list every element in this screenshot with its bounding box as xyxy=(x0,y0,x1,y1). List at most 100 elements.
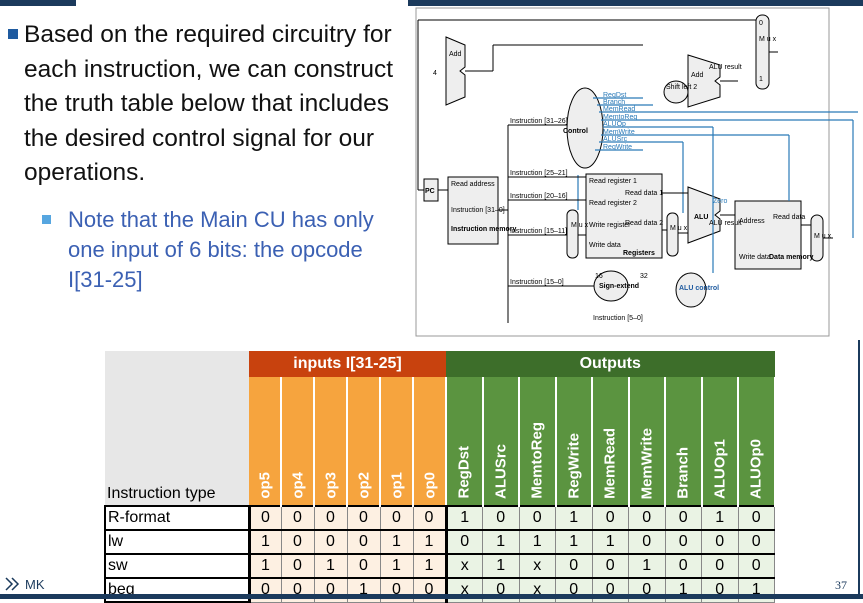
signal-branch-label: Branch xyxy=(603,99,625,106)
col-alusrc-label: ALUSrc xyxy=(492,443,510,499)
alu-control-label: ALU control xyxy=(679,285,719,292)
signal-memread-label: MemRead xyxy=(603,106,635,113)
cell-input: 0 xyxy=(280,529,315,555)
cell-output: 0 xyxy=(737,529,775,555)
cell-output: 0 xyxy=(737,505,775,531)
sign-extend-label: Sign-extend xyxy=(599,283,639,290)
col-op3: op3 xyxy=(314,377,348,506)
branch-adder-label: Add xyxy=(691,72,704,79)
pc-adder-label: Add xyxy=(449,51,462,58)
cell-input: 0 xyxy=(346,505,381,531)
col-regwrite: RegWrite xyxy=(555,377,593,506)
cell-output: 0 xyxy=(664,505,702,531)
col-op0-label: op0 xyxy=(421,472,438,499)
cell-output: 0 xyxy=(628,505,666,531)
cell-input: 1 xyxy=(379,529,414,555)
bullet-main-text: Based on the required circuitry for each… xyxy=(24,21,394,186)
cell-output: 0 xyxy=(555,553,593,579)
write-data-label: Write data xyxy=(589,242,621,249)
memtoreg-mux-label: M u x xyxy=(814,233,832,240)
signal-memwrite-label: MemWrite xyxy=(603,129,635,136)
instr-31-26-label: Instruction [31–26] xyxy=(510,118,568,125)
bullet-sub: Note that the Main CU has only one input… xyxy=(8,205,403,295)
cell-output: 1 xyxy=(482,529,520,555)
col-op2: op2 xyxy=(347,377,381,506)
col-regdst-label: RegDst xyxy=(455,446,473,499)
table-row: sw 1 0 1 0 1 1 x 1 x 0 0 1 0 0 0 xyxy=(104,553,775,579)
col-op4: op4 xyxy=(281,377,315,506)
alusrc-mux-label: M u x xyxy=(670,225,688,232)
cell-output: 1 xyxy=(555,529,593,555)
top-mux-zero-label: 0 xyxy=(759,20,763,27)
col-op0: op0 xyxy=(413,377,447,506)
col-alusrc: ALUSrc xyxy=(482,377,520,506)
inputs-header: inputs I[31-25] xyxy=(249,351,446,377)
instruction-type-header: Instruction type xyxy=(105,377,249,506)
col-aluop1: ALUOp1 xyxy=(701,377,739,506)
alu-result-label: ALU result xyxy=(709,220,742,227)
shift-left-label: Shift left 2 xyxy=(666,84,697,91)
mk-logo: MK xyxy=(3,574,63,594)
col-aluop1-label: ALUOp1 xyxy=(711,439,729,499)
cell-output: 1 xyxy=(482,553,520,579)
cell-input: 0 xyxy=(412,505,447,531)
page-number: 37 xyxy=(835,578,847,592)
datapath-diagram: Add 4 Add ALU result Shift left 2 M u x … xyxy=(413,5,863,340)
top-mux-one-label: 1 xyxy=(759,76,763,83)
signal-regwrite-label: RegWrite xyxy=(603,144,632,151)
cell-output: 0 xyxy=(591,505,629,531)
signal-regdst-label: RegDst xyxy=(603,92,626,99)
read-data-2-label: Read data 2 xyxy=(625,220,663,227)
col-regdst: RegDst xyxy=(446,377,484,506)
write-register-label: Write register xyxy=(589,222,631,229)
cell-input: 0 xyxy=(346,553,381,579)
col-op1: op1 xyxy=(380,377,414,506)
signal-memtoreg-label: MemtoReg xyxy=(603,114,637,121)
bullet-list: Based on the required circuitry for each… xyxy=(8,18,403,295)
cell-input: 0 xyxy=(280,505,315,531)
mk-logo-text: MK xyxy=(25,577,45,592)
cell-output: 0 xyxy=(701,553,739,579)
cell-input: 1 xyxy=(379,553,414,579)
bullet-square-icon xyxy=(8,29,18,39)
data-memory-label: Data memory xyxy=(769,254,813,261)
cell-output: x xyxy=(518,553,556,579)
regdst-mux-label: M u x xyxy=(571,222,589,229)
cell-output: 1 xyxy=(701,505,739,531)
cell-input: 0 xyxy=(379,505,414,531)
constant-four-label: 4 xyxy=(433,70,437,77)
col-op1-label: op1 xyxy=(388,472,405,499)
cell-input: 0 xyxy=(248,505,282,531)
col-aluop0-label: ALUOp0 xyxy=(747,439,765,499)
read-register-1-label: Read register 1 xyxy=(589,178,637,185)
signal-aluop-label: ALUOp xyxy=(603,121,626,128)
pc-label: PC xyxy=(425,188,435,195)
row-type: R-format xyxy=(104,505,251,531)
cell-input: 1 xyxy=(248,529,282,555)
thirtytwo-label: 32 xyxy=(640,273,648,280)
instr-25-21-label: Instruction [25–21] xyxy=(510,170,568,177)
bullet-main: Based on the required circuitry for each… xyxy=(8,18,403,191)
datapath-svg: Add 4 Add ALU result Shift left 2 M u x … xyxy=(415,7,858,337)
cell-output: 0 xyxy=(737,553,775,579)
cell-output: 0 xyxy=(518,505,556,531)
col-op5-label: op5 xyxy=(256,472,273,499)
read-register-2-label: Read register 2 xyxy=(589,200,637,207)
cell-input: 0 xyxy=(313,505,348,531)
signal-alusrc-label: ALUSrc xyxy=(603,136,628,143)
cell-output: 1 xyxy=(591,529,629,555)
branch-adder-result-label: ALU result xyxy=(709,64,742,71)
corner-blank xyxy=(105,351,249,377)
table-row: R-format 0 0 0 0 0 0 1 0 0 1 0 0 0 1 0 xyxy=(104,505,775,531)
registers-label: Registers xyxy=(623,250,655,257)
control-label: Control xyxy=(563,128,588,135)
col-op2-label: op2 xyxy=(355,472,372,499)
instr-15-11-label: Instruction [15–11] xyxy=(510,228,567,235)
right-border xyxy=(858,340,860,594)
row-type: lw xyxy=(104,529,251,555)
cell-output: 0 xyxy=(701,529,739,555)
cell-output: 0 xyxy=(664,553,702,579)
col-memwrite-label: MemWrite xyxy=(638,427,656,499)
read-data-1-label: Read data 1 xyxy=(625,190,663,197)
col-op4-label: op4 xyxy=(289,472,306,499)
